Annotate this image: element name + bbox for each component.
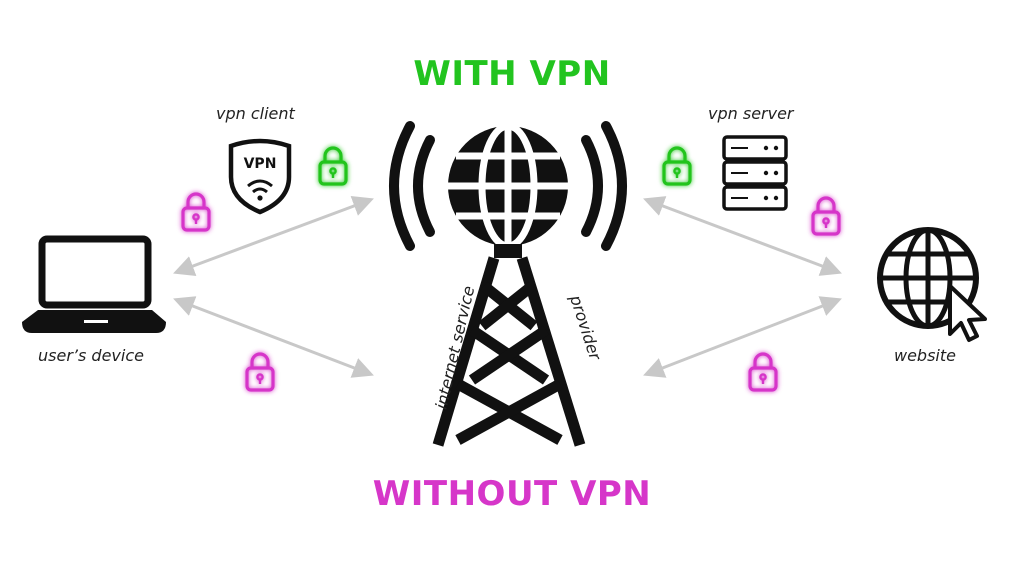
cell-tower-icon (389, 121, 627, 447)
server-rack-icon (722, 135, 788, 211)
vpn-badge-text: VPN (244, 156, 277, 172)
padlock-icon-pink (811, 196, 841, 236)
padlock-icon-pink (245, 352, 275, 392)
with-vpn-title: WITH VPN (413, 54, 611, 94)
arrow-device-to-isp-novpn (173, 296, 374, 378)
arrow-isp-to-website-vpn (643, 196, 842, 276)
globe-cursor-icon (877, 227, 987, 342)
without-vpn-title: WITHOUT VPN (372, 474, 652, 514)
arrow-device-to-isp-vpn (173, 196, 374, 276)
laptop-icon (22, 235, 166, 333)
vpn-server-label: vpn server (708, 104, 794, 123)
padlock-icon-pink (181, 192, 211, 232)
arrow-isp-to-website-novpn (643, 296, 842, 378)
vpn-client-label: vpn client (216, 104, 295, 123)
padlock-icon-pink (748, 352, 778, 392)
padlock-icon-green (662, 146, 692, 186)
users-device-label: user’s device (38, 346, 144, 365)
padlock-icon-green (318, 146, 348, 186)
vpn-shield-icon: VPN (228, 138, 292, 215)
website-label: website (894, 346, 956, 365)
